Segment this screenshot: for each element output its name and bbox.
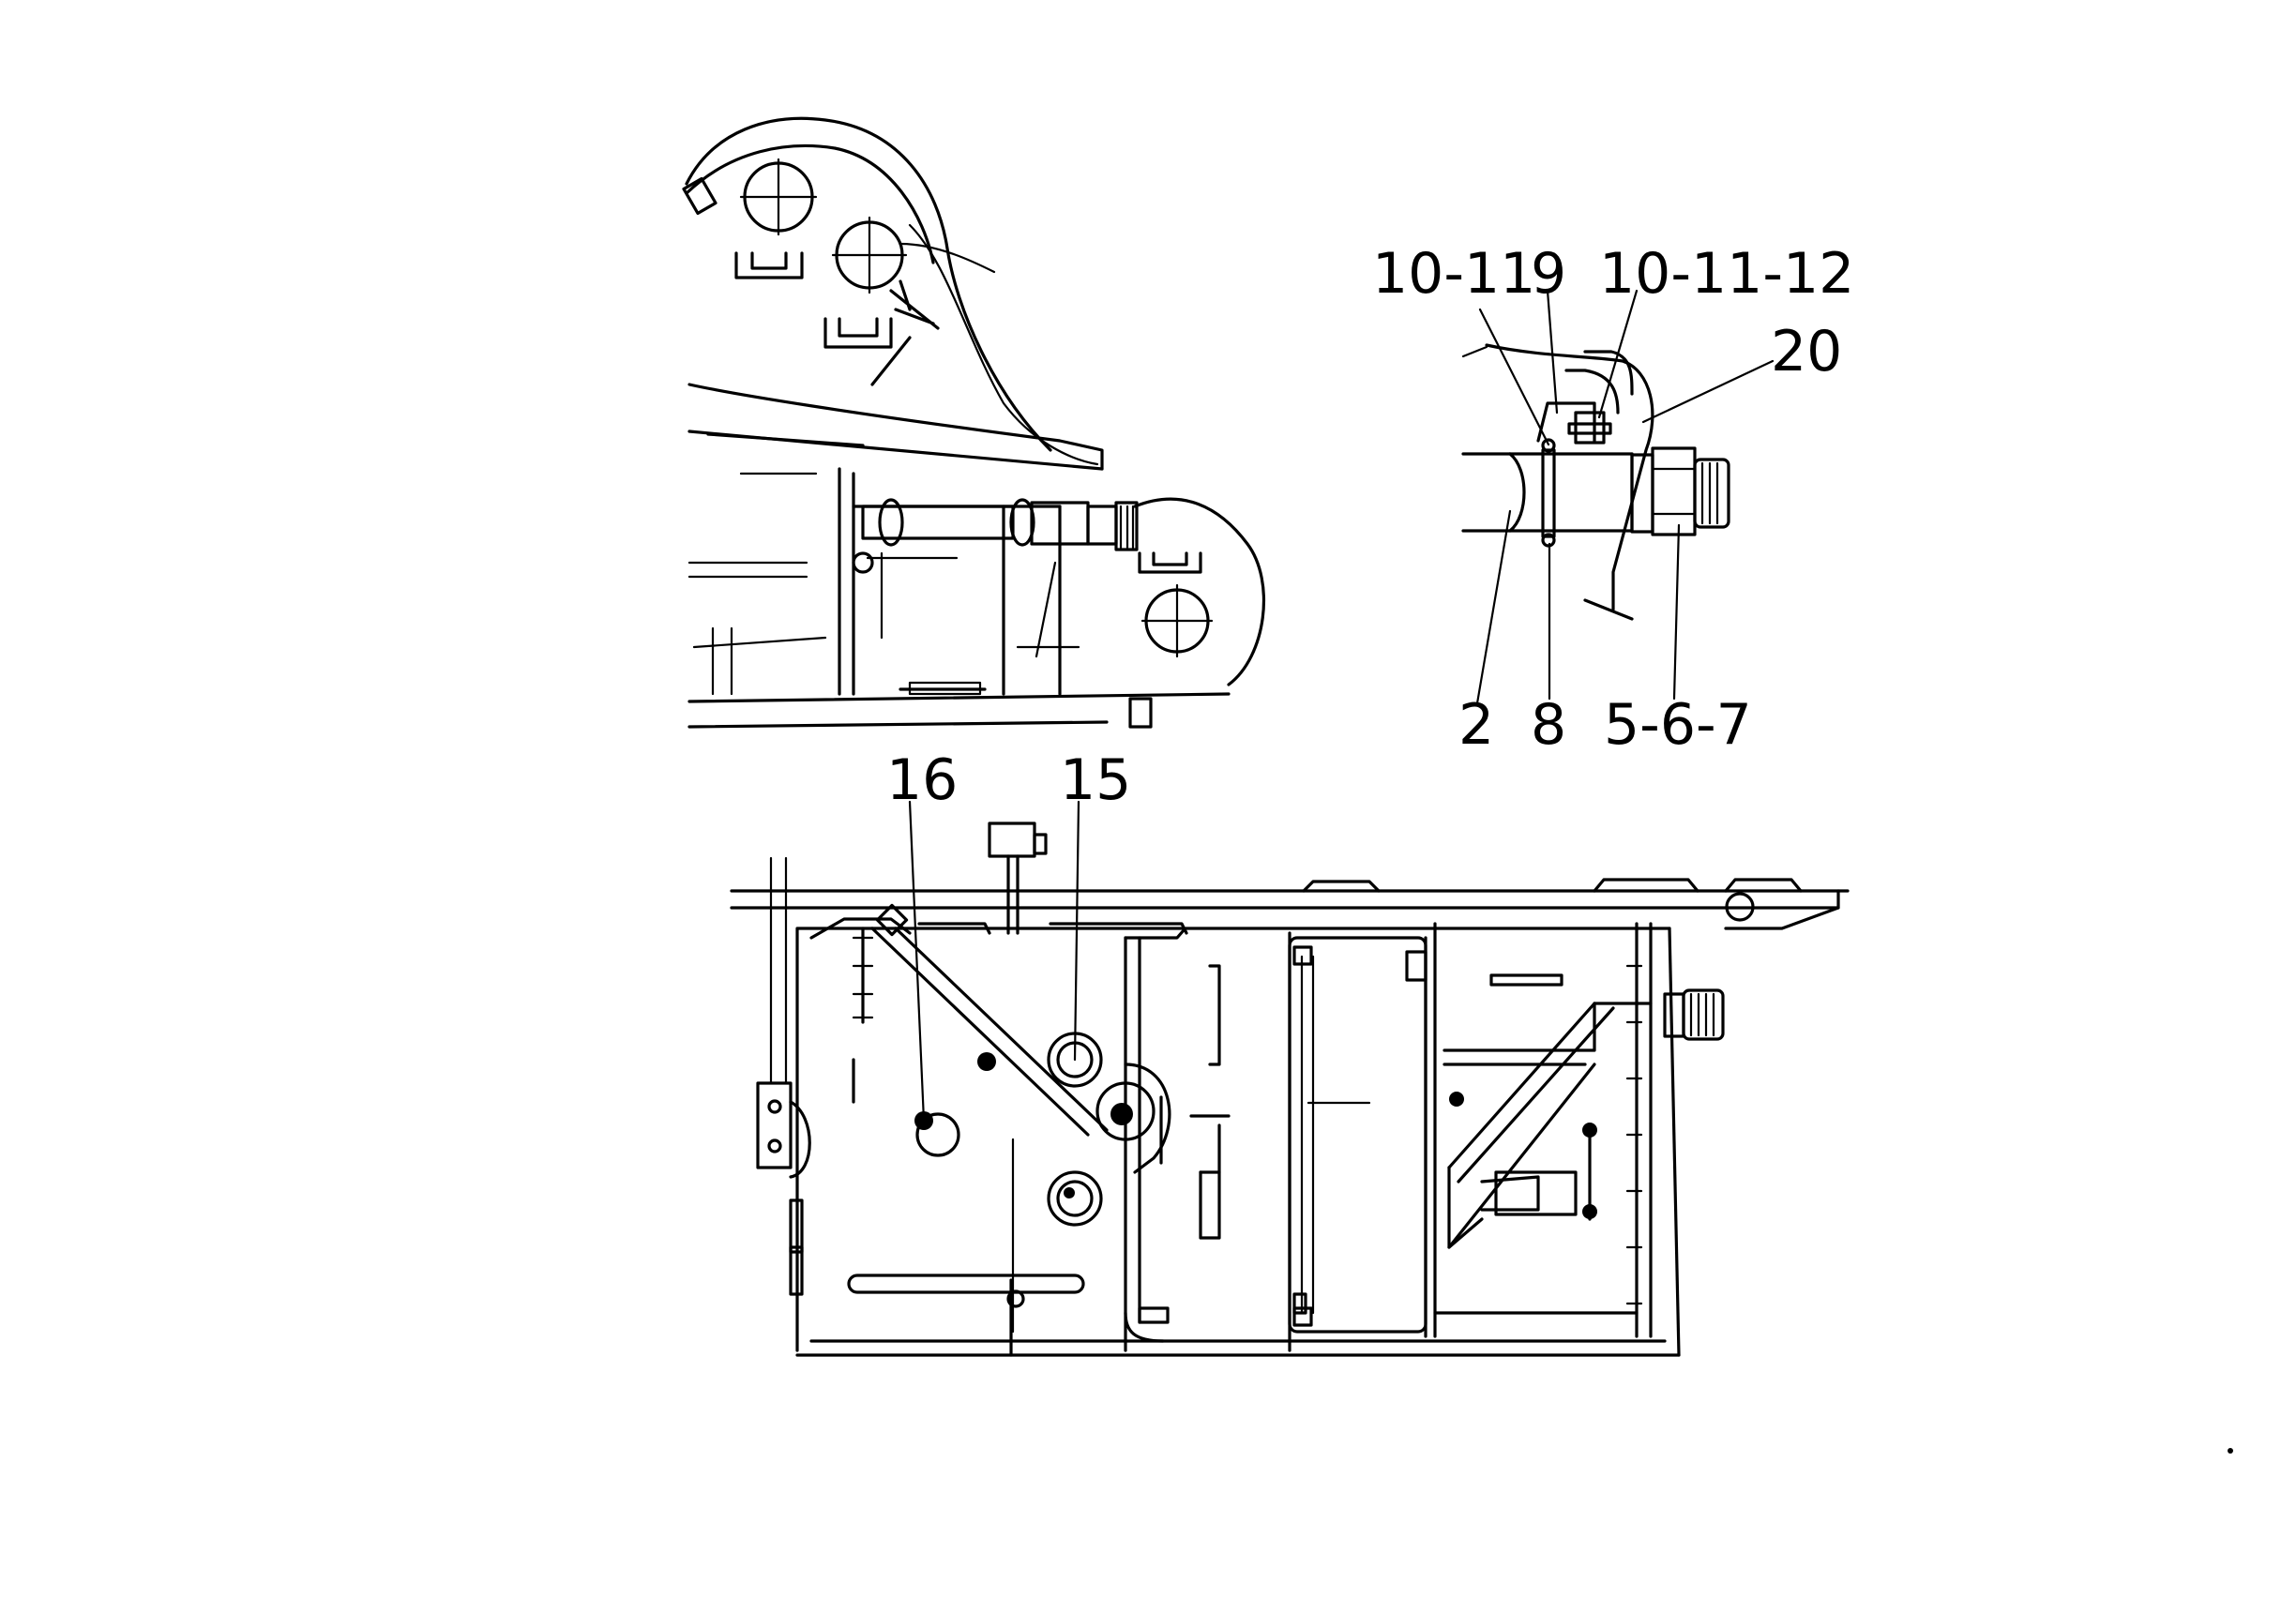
callout-16: 16 (886, 747, 958, 813)
side-view (682, 116, 1265, 729)
callout-15: 15 (1060, 747, 1131, 813)
callout-20: 20 (1771, 319, 1842, 384)
callouts: 10-11 9 10-11-12 20 2 8 5-6-7 16 15 (886, 241, 1854, 813)
callout-2: 2 (1458, 692, 1494, 758)
callout-9: 9 (1531, 241, 1566, 307)
callout-8: 8 (1531, 692, 1566, 758)
stray-dot (2228, 1448, 2233, 1454)
detail-view (1461, 289, 1775, 705)
callout-5-6-7: 5-6-7 (1604, 692, 1752, 758)
callout-10-11-12: 10-11-12 (1599, 241, 1854, 307)
callout-10-11: 10-11 (1372, 241, 1535, 307)
plan-view (730, 800, 1850, 1357)
